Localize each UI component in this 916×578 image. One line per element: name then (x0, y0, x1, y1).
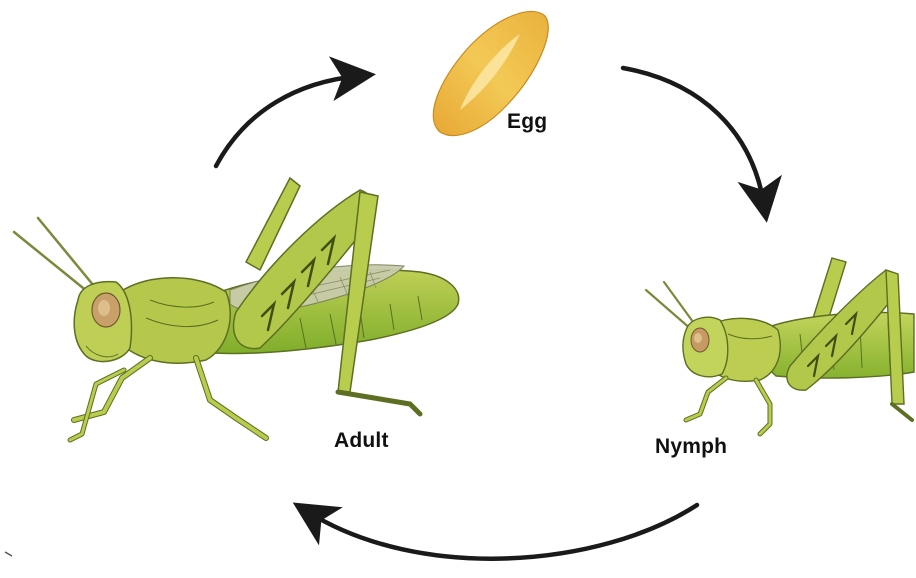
speck-mark (5, 552, 12, 556)
egg-label: Egg (507, 110, 547, 134)
grasshopper-nymph-icon (646, 258, 914, 434)
arrow-adult-to-egg (216, 76, 358, 166)
arrow-egg-to-nymph (623, 68, 764, 205)
grasshopper-adult-icon (14, 178, 459, 440)
nymph-label: Nymph (655, 435, 727, 459)
adult-label: Adult (334, 429, 389, 453)
arrow-nymph-to-adult (308, 505, 697, 559)
